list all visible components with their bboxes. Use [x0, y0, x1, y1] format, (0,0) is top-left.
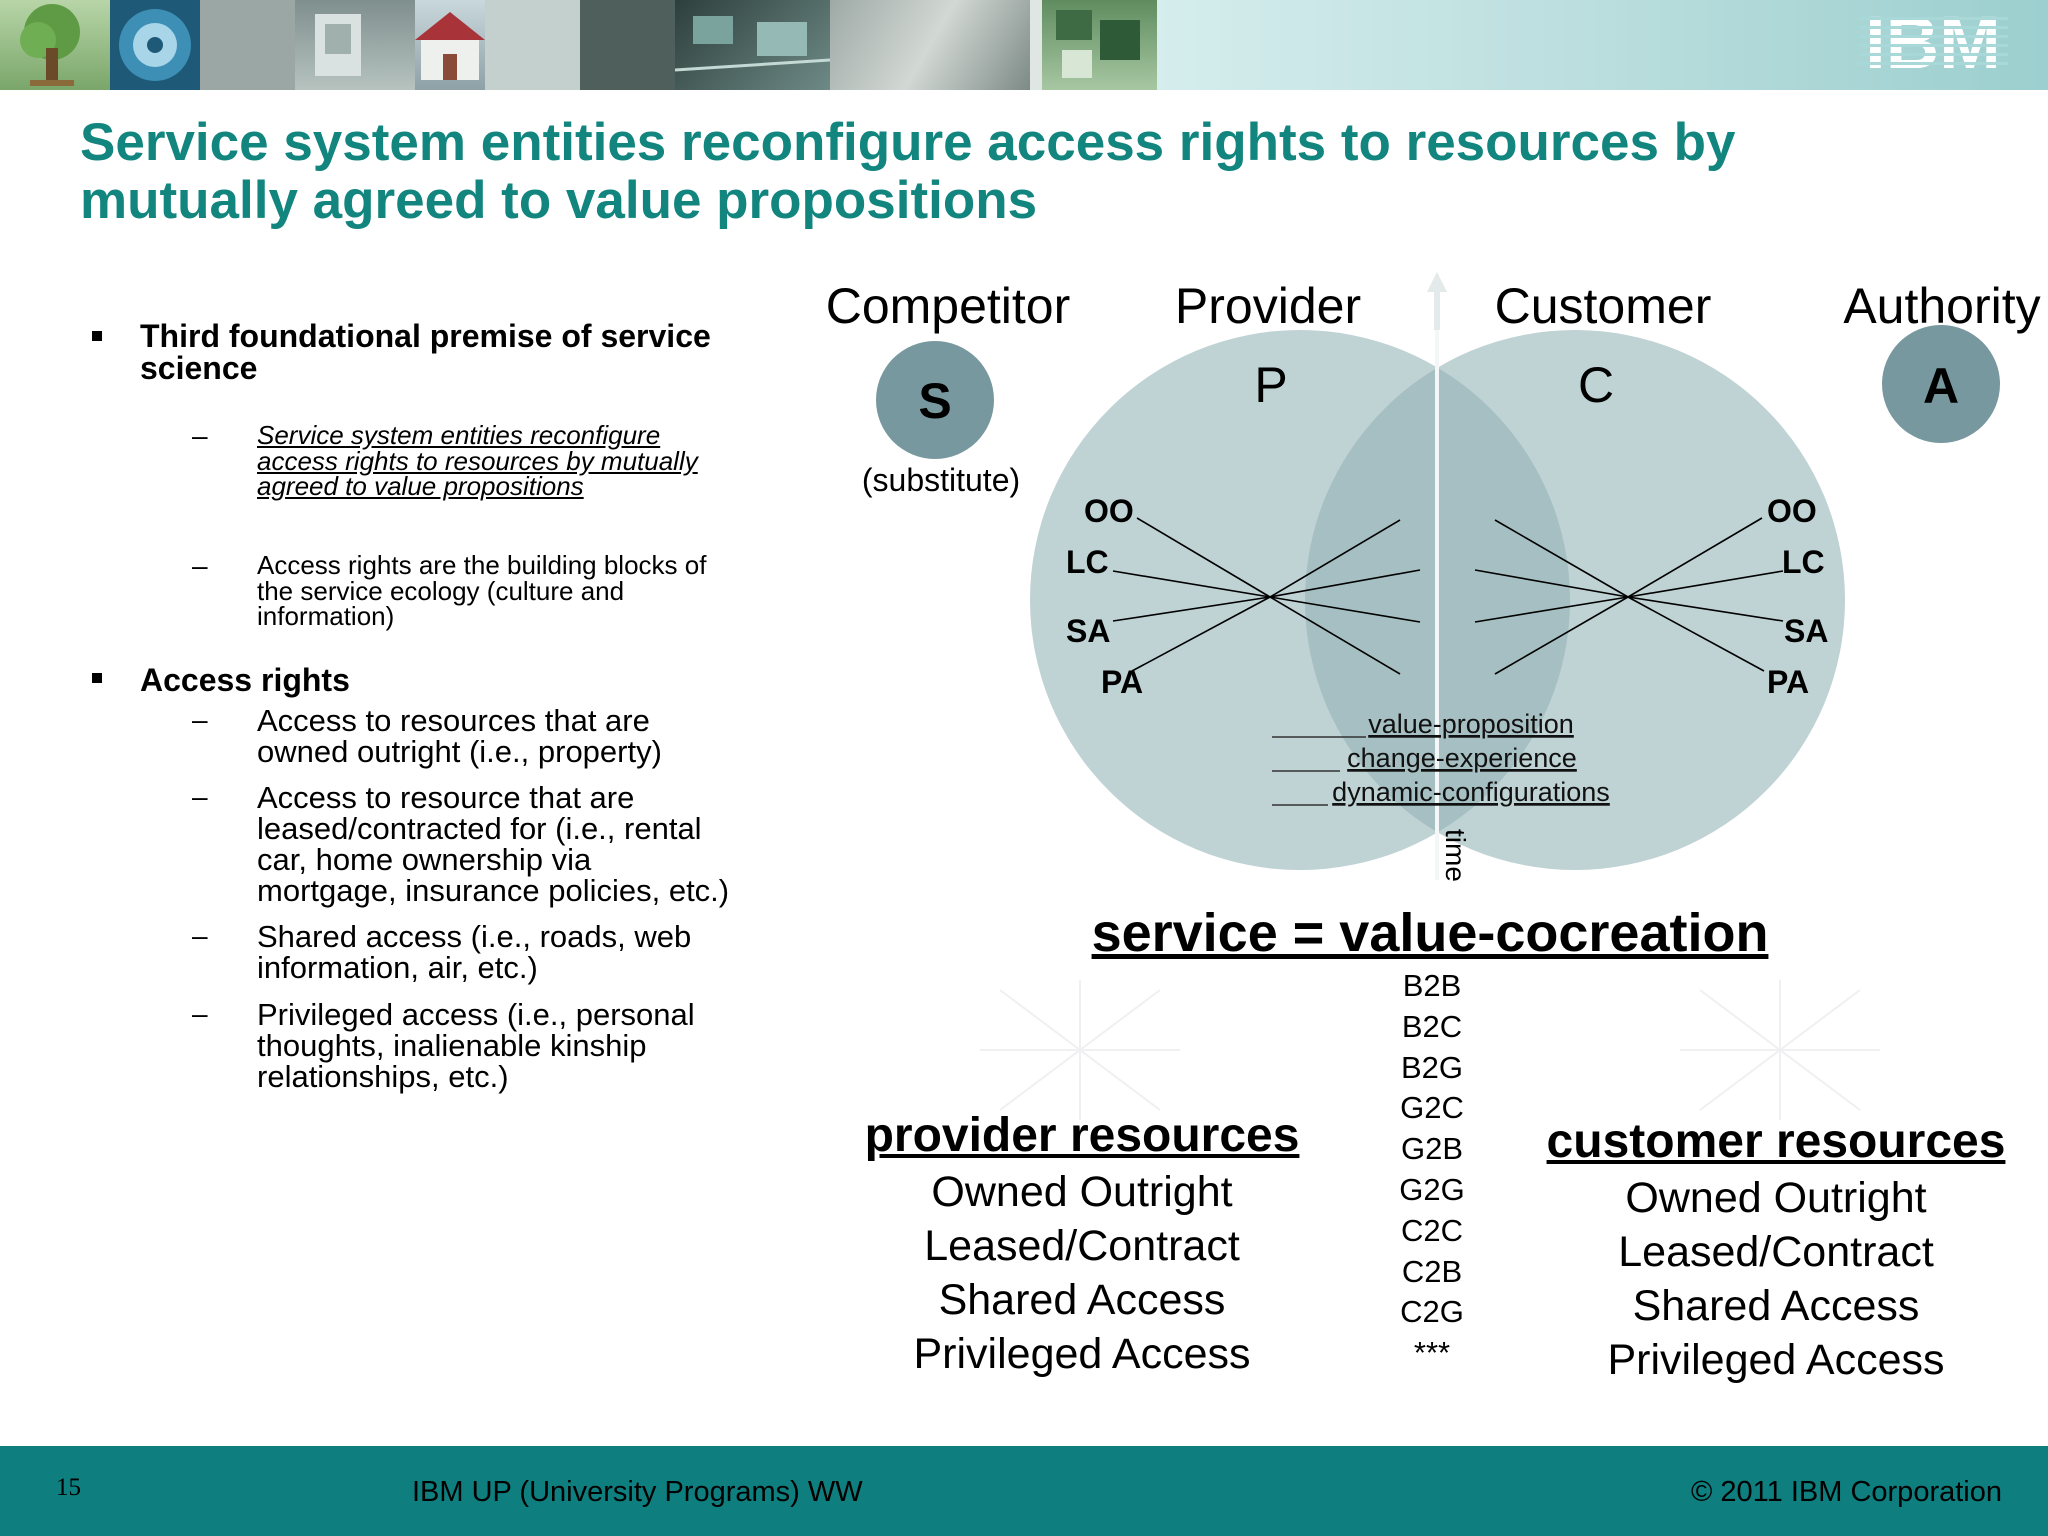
authority-badge-letter: A — [1923, 358, 1959, 414]
dash-icon: – — [192, 704, 208, 735]
footer-program: IBM UP (University Programs) WW — [412, 1476, 863, 1508]
competitor-badge — [876, 341, 994, 459]
access-right-owned: Access to resources that are owned outri… — [257, 703, 662, 769]
banner-photo-house — [415, 0, 485, 90]
tree-icon — [20, 4, 80, 86]
customer-resource-item: Leased/Contract — [1618, 1228, 1934, 1276]
bullet-square-icon — [92, 673, 102, 683]
role-competitor: Competitor — [826, 278, 1071, 334]
decorative-star-left — [980, 980, 1180, 1120]
provider-resource-item: Leased/Contract — [924, 1222, 1240, 1270]
service-formula: service = value-cocreation — [1091, 903, 1769, 963]
access-right-privileged: Privileged access (i.e., personal though… — [257, 997, 695, 1094]
customer-resource-item: Owned Outright — [1625, 1174, 1927, 1222]
wheel-icon — [119, 9, 191, 81]
code-item: C2G — [1400, 1294, 1464, 1330]
dash-icon: – — [192, 998, 208, 1029]
customer-label-sa: SA — [1784, 613, 1828, 649]
slide-title: Service system entities reconfigure acce… — [80, 114, 1980, 230]
provider-resources-heading: provider resources — [864, 1109, 1300, 1162]
dash-icon: – — [192, 550, 208, 581]
page-number: 15 — [56, 1474, 81, 1501]
customer-letter: C — [1578, 357, 1614, 413]
dash-icon: – — [192, 920, 208, 951]
role-authority: Authority — [1843, 278, 2040, 334]
banner-photo-grey — [200, 0, 295, 90]
customer-label-oo: OO — [1767, 493, 1817, 529]
bullet-1-sub-1: Service system entities reconfigure acce… — [257, 420, 698, 501]
house-icon — [415, 12, 485, 80]
ibm-logo: IBM — [1858, 10, 2008, 76]
provider-label-lc: LC — [1066, 544, 1109, 580]
banner-photo-door — [295, 0, 415, 90]
header-banner: IBM — [0, 0, 2048, 90]
competitor-note: (substitute) — [862, 462, 1020, 498]
provider-resource-item: Privileged Access — [913, 1330, 1251, 1378]
provider-label-oo: OO — [1084, 493, 1134, 529]
time-axis-label: time — [1440, 829, 1471, 882]
code-item: G2B — [1400, 1131, 1464, 1167]
footer-bar: 15 IBM UP (University Programs) WW © 201… — [0, 1446, 2048, 1536]
provider-letter: P — [1254, 357, 1287, 413]
door-icon — [315, 14, 361, 76]
customer-label-lc: LC — [1782, 544, 1825, 580]
customer-resources-heading: customer resources — [1546, 1115, 2006, 1168]
code-item: G2C — [1400, 1090, 1464, 1126]
customer-resource-item: Shared Access — [1632, 1282, 1920, 1330]
label-dynamic-configurations: dynamic-configurations — [1332, 777, 1610, 807]
bullet-1-heading: Third foundational premise of service sc… — [140, 318, 711, 386]
dash-icon: – — [192, 420, 208, 451]
banner-photo-dark — [580, 0, 675, 90]
provider-rays — [1112, 517, 1421, 675]
customer-resources: customer resources Owned Outright Leased… — [1516, 1113, 2036, 1387]
provider-label-pa: PA — [1101, 664, 1143, 700]
time-axis-arrowhead — [1427, 272, 1447, 292]
provider-resources: provider resources Owned Outright Leased… — [822, 1107, 1342, 1381]
middle-leader-lines — [1272, 736, 1366, 806]
authority-badge — [1882, 325, 2000, 443]
customer-label-pa: PA — [1767, 664, 1809, 700]
bullet-1-sub-2: Access rights are the building blocks of… — [257, 550, 707, 631]
code-item: C2B — [1401, 1253, 1463, 1289]
code-item: B2C — [1401, 1008, 1463, 1044]
provider-resource-item: Shared Access — [938, 1276, 1226, 1324]
bullet-square-icon — [92, 331, 102, 341]
banner-photo-wheel — [110, 0, 200, 90]
board-icon — [1056, 10, 1140, 78]
decorative-star-right — [1680, 980, 1880, 1120]
label-change-experience: change-experience — [1347, 743, 1577, 773]
code-item: B2B — [1402, 968, 1462, 1003]
access-right-shared: Shared access (i.e., roads, web informat… — [257, 919, 692, 985]
bullet-2-heading: Access rights — [140, 662, 350, 698]
banner-photo-circuit — [674, 0, 831, 90]
code-item: C2C — [1400, 1212, 1463, 1248]
footer-copyright: © 2011 IBM Corporation — [1691, 1476, 2002, 1508]
slide-title-line-1: Service system entities reconfigure acce… — [80, 113, 1736, 172]
slide-title-line-2: mutually agreed to value propositions — [80, 171, 1038, 230]
banner-photo-lightgrey — [1030, 0, 1042, 90]
code-item: *** — [1413, 1335, 1451, 1371]
competitor-badge-letter: S — [918, 373, 951, 429]
role-provider: Provider — [1175, 278, 1361, 334]
dash-icon: – — [192, 781, 208, 812]
customer-rays — [1474, 517, 1784, 675]
code-item: B2G — [1400, 1049, 1464, 1085]
provider-resource-item: Owned Outright — [931, 1168, 1233, 1216]
access-right-leased: Access to resource that are leased/contr… — [257, 780, 730, 908]
role-customer: Customer — [1495, 278, 1712, 334]
banner-photo-tree — [0, 0, 110, 90]
banner-photo-aerial — [830, 0, 1030, 90]
circuit-icon — [674, 16, 831, 72]
banner-photo-blank — [485, 0, 580, 90]
banner-photo-board — [1042, 0, 1157, 90]
label-value-proposition: value-proposition — [1368, 709, 1574, 739]
customer-resource-item: Privileged Access — [1607, 1336, 1945, 1384]
interaction-codes-list: B2B B2C B2G G2C G2B G2G C2C C2B C2G *** — [1372, 966, 1492, 1374]
code-item: G2G — [1399, 1171, 1465, 1207]
provider-label-sa: SA — [1066, 613, 1110, 649]
